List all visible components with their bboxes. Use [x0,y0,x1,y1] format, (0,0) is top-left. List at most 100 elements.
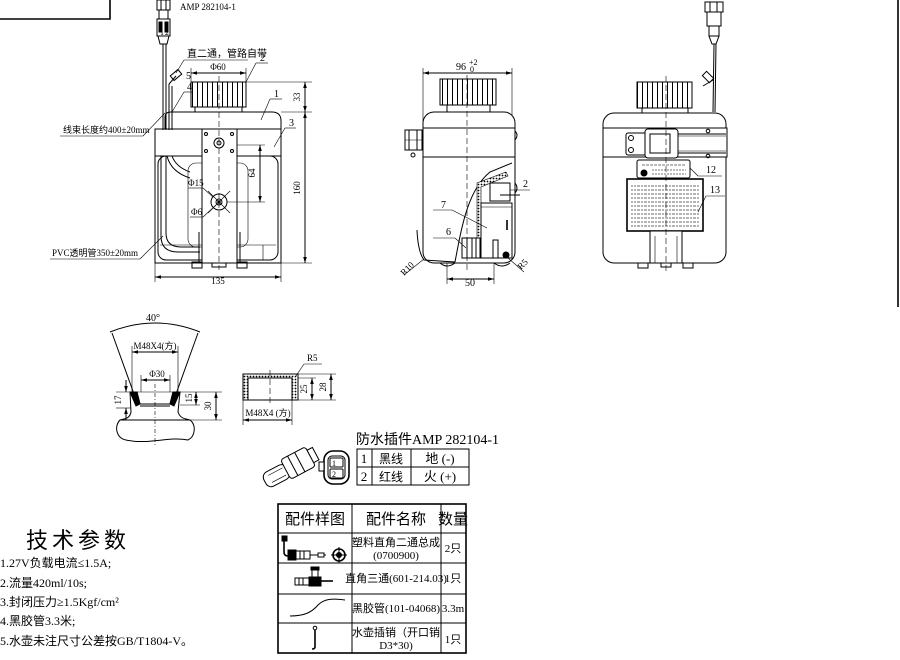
wire-harness [162,44,167,130]
connector-pinout-table: 防水插件AMP 282104-1 1 黑线 地 (-) 2 红线 火 (+) [356,432,499,486]
side-balloon-2: 2 [523,179,528,190]
amp-connector-rear [704,1,724,45]
rear-cap [636,81,693,109]
side-view: 96 +2 0 [398,58,530,289]
face-pin-1: 1 [332,459,336,468]
front-callouts: 直二通，管路自带 2 5 4 1 3 线束长度约400±20mm PVC透明管3… [50,47,296,260]
tech-param-4: 4.黑胶管3.3米; [0,613,75,628]
title-block-corner [0,0,111,20]
pin-2-function: 火 (+) [424,469,456,484]
technical-parameters: 技术参数 1.27V负载电流≤1.5A; 2.流量420ml/10s; 3.封闭… [0,528,193,648]
accessories-table: 配件样图 配件名称 数量 塑料直角二通总成 (0700900) 2只 [277,503,468,654]
pin-2-number: 2 [361,469,368,484]
neck-dim-30: 30 [203,401,213,411]
hole-small-callout: Φ6 [191,207,203,217]
side-tube [416,229,456,263]
fitting-note: 直二通，管路自带 [187,47,267,60]
part-1-code: (0700900) [373,550,419,562]
balloon-4: 4 [187,82,192,93]
pin-1-function: 地 (-) [425,451,454,466]
dim-hole-spacing: 64 [247,168,257,178]
pin-1-wire: 黑线 [379,452,403,466]
side-width-dim: 96 [456,62,466,73]
radius-r5: R5 [515,257,530,272]
tech-param-2: 2.流量420ml/10s; [0,576,87,590]
neck-dim-15: 15 [184,393,194,403]
neck-section-detail: 40° M48X4(方) Φ30 17 15 30 [109,313,222,446]
cap-section-detail: R5 25 28 M48X4 (方) [242,353,336,425]
connector-table-title: 防水插件AMP 282104-1 [356,432,499,448]
cap-radius: R5 [307,353,318,363]
straight-fitting [168,68,183,130]
neck-thread: M48X4(方) [134,340,177,351]
front-view: 1 2 AMP 282104-1 Φ60 [50,0,312,286]
tech-param-1: 1.27V负载电流≤1.5A; [0,556,111,570]
rear-balloon-13: 13 [710,185,720,196]
pvc-tube-note: PVC透明管350±20mm [52,247,138,258]
tee-fitting-icon [294,566,333,587]
pin-1-number: 1 [361,451,368,466]
tech-param-3: 3.封闭压力≥1.5Kgf/cm² [0,595,119,609]
neck-dim-17: 17 [113,395,123,405]
waterproof-connector-illustration: 1 2 [262,446,350,488]
elbow-fitting-icon [281,535,347,563]
side-balloon-6: 6 [446,227,451,238]
cap-thread: M48X4 (方) [245,407,290,418]
balloon-1: 1 [274,89,279,100]
cap-dim-25: 25 [299,384,309,394]
part-1-name: 塑料直角二通总成 [352,535,440,549]
tank-wall-break [116,419,195,443]
cotter-pin-icon [311,625,318,650]
rear-fitting [701,70,715,87]
harness-length-note: 线束长度约400±20mm [63,124,149,135]
header-part-name: 配件名称 [366,511,426,528]
part-4-spec: D3*30) [379,640,413,652]
label-plate-12 [636,159,691,179]
part-4-qty: 1只 [445,634,462,646]
part-2-name: 直角三通(601-214.03) [345,571,447,585]
part-1-qty: 2只 [445,543,462,555]
side-cap [439,78,497,106]
tank-body-top [164,111,282,129]
rear-balloon-12: 12 [706,165,716,176]
part-4-name: 水壶插销（开口销 [352,625,440,639]
side-bottom-dim: 50 [465,278,475,289]
balloon-3: 3 [289,118,294,129]
side-width-tol-lower: 0 [470,65,474,74]
part-3-name: 黑胶管(101-04068) [352,601,440,615]
neck-bore: Φ30 [149,369,165,379]
part-3-qty: 3.3m [442,603,465,615]
cap-diameter-dim: Φ60 [210,62,226,72]
pin-2-wire: 红线 [379,469,403,484]
pin-label-1: 1 [160,28,164,37]
side-width-tol-upper: +2 [469,58,478,67]
face-pin-2: 2 [332,470,336,479]
cap-dim-28: 28 [318,382,328,392]
tech-params-title: 技术参数 [26,528,130,553]
rear-view: 12 13 [602,1,728,272]
latch-assembly [625,128,726,159]
header-sample-image: 配件样图 [285,511,345,528]
radius-r10: R10 [398,259,416,277]
side-clip [404,129,423,158]
black-hose-icon [289,598,346,617]
dim-body-height: 160 [292,181,302,195]
part-2-qty: 1只 [445,573,462,585]
pvc-tube [160,155,200,253]
front-dimensions: 33 160 64 135 Φ15 Φ6 [154,81,312,286]
pin-label-2: 2 [165,28,169,37]
label-sticker-13 [626,178,704,232]
side-balloon-7: 7 [441,200,446,211]
dim-width: 135 [211,276,225,286]
hole-large-callout: Φ15 [188,178,204,188]
pump-assembly [454,162,520,263]
balloon-5: 5 [186,71,191,82]
neck-angle: 40° [146,313,160,324]
amp-connector-front: 1 2 [156,0,171,45]
balloon-2: 2 [260,53,265,64]
tech-param-5: 5.水壶未注尺寸公差按GB/T1804-V。 [0,633,193,648]
header-quantity: 数量 [438,511,468,528]
connector-model-label: AMP 282104-1 [180,2,236,12]
tank-cap [190,81,247,108]
